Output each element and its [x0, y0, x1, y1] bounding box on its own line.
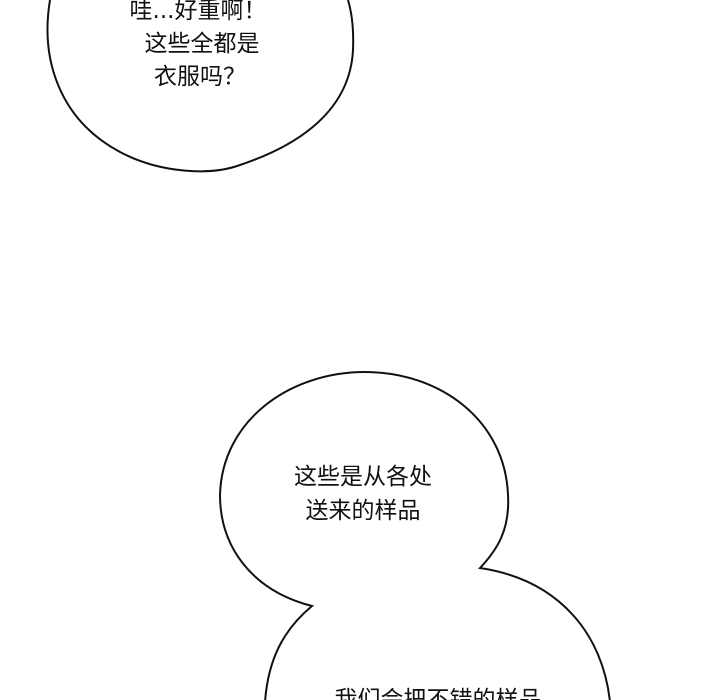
speech-bubble-top	[46, 0, 355, 173]
bubble-text-line: 这些是从各处	[294, 464, 432, 490]
bubble-text-line: 我们会把不错的样品	[334, 687, 542, 700]
bubble-text-line: 这些全都是	[144, 31, 260, 57]
bubble-text-line: 哇...好重啊！	[129, 0, 267, 24]
bubble-text-line: 衣服吗？	[154, 64, 246, 90]
bubble-text-line: 送来的样品	[305, 498, 421, 524]
speech-bubble-double	[218, 370, 611, 700]
